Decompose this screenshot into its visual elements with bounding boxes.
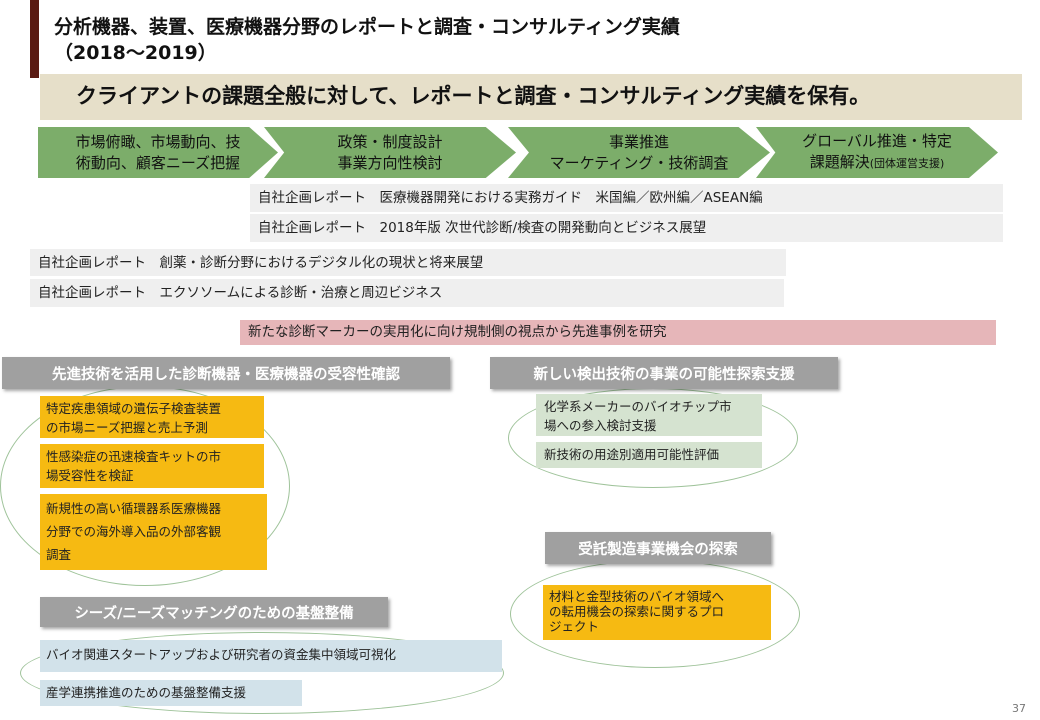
arrow-line: マーケティング・技術調査 — [549, 153, 729, 172]
case-box: 化学系メーカーのバイオチップ市 場への参入検討支援 — [536, 394, 762, 436]
page-title-line2: （2018～2019） — [54, 42, 217, 64]
arrow-line: 術動向、顧客ニーズ把握 — [75, 153, 241, 172]
process-arrow-policy: 政策・制度設計 事業方向性検討 — [264, 127, 516, 178]
case-line: 産学連携推進のための基盤整備支援 — [46, 685, 247, 700]
case-box: 新規性の高い循環器系医療機器 分野での海外導入品の外部客観 調査 — [40, 494, 267, 570]
section-header-seeds-needs: シーズ/ニーズマッチングのための基盤整備 — [40, 597, 388, 627]
case-box: 性感染症の迅速検査キットの市 場受容性を検証 — [40, 444, 264, 488]
arrow-line: 市場俯瞰、市場動向、技 — [75, 132, 241, 151]
arrow-line: 事業方向性検討 — [337, 153, 443, 172]
case-line: 分野での海外導入品の外部客観 — [46, 524, 222, 539]
case-line: 性感染症の迅速検査キットの市 — [46, 449, 222, 464]
case-box: 新技術の用途別適用可能性評価 — [536, 442, 762, 468]
group-ellipse — [20, 632, 504, 714]
subtitle-banner: クライアントの課題全般に対して、レポートと調査・コンサルティング実績を保有。 — [40, 74, 1022, 120]
case-line: ジェクト — [549, 619, 600, 634]
arrow-line: 事業推進 — [608, 132, 669, 151]
arrow-line-note: (団体運営支援) — [869, 157, 945, 170]
case-line: 場受容性を検証 — [46, 468, 134, 483]
arrow-line: 政策・制度設計 — [337, 132, 443, 151]
report-bar: 自社企画レポート 医療機器開発における実務ガイド 米国編／欧州編／ASEAN編 — [250, 184, 1003, 212]
report-bar: 自社企画レポート 2018年版 次世代診断/検査の開発動向とビジネス展望 — [250, 214, 1003, 242]
page-number: 37 — [1012, 702, 1026, 715]
case-line: 材料と金型技術のバイオ領域へ — [549, 589, 725, 604]
report-bar: 自社企画レポート エクソソームによる診断・治療と周辺ビジネス — [30, 279, 784, 307]
case-box: 材料と金型技術のバイオ領域へ の転用機会の探索に関するプロ ジェクト — [543, 585, 771, 640]
case-line: 新技術の用途別適用可能性評価 — [544, 447, 720, 462]
case-line: の市場ニーズ把握と売上予測 — [46, 420, 208, 435]
case-line: バイオ関連スタートアップおよび研究者の資金集中領域可視化 — [46, 647, 397, 662]
case-box: 特定疾患領域の遺伝子検査装置 の市場ニーズ把握と売上予測 — [40, 396, 264, 438]
process-arrow-market: 市場俯瞰、市場動向、技 術動向、顧客ニーズ把握 — [38, 127, 278, 178]
research-bar: 新たな診断マーカーの実用化に向け規制側の視点から先進事例を研究 — [240, 320, 996, 345]
case-line: 調査 — [46, 547, 72, 562]
process-arrow-business: 事業推進 マーケティング・技術調査 — [508, 127, 770, 178]
report-bar: 自社企画レポート 創薬・診断分野におけるデジタル化の現状と将来展望 — [30, 249, 786, 276]
case-line: 場への参入検討支援 — [544, 418, 657, 433]
page-title: 分析機器、装置、医療機器分野のレポートと調査・コンサルティング実績 （2018～… — [54, 14, 680, 66]
arrow-line-main: 課題解決 — [809, 153, 870, 171]
section-header-detection: 新しい検出技術の事業の可能性探索支援 — [490, 357, 838, 389]
arrow-line: 課題解決(団体運営支援) — [802, 152, 952, 174]
case-line: の転用機会の探索に関するプロ — [549, 604, 725, 619]
case-line: 特定疾患領域の遺伝子検査装置 — [46, 401, 222, 416]
title-accent-bar — [30, 0, 39, 78]
case-line: 新規性の高い循環器系医療機器 — [46, 501, 222, 516]
case-box: 産学連携推進のための基盤整備支援 — [40, 680, 302, 706]
section-header-acceptance: 先進技術を活用した診断機器・医療機器の受容性確認 — [2, 357, 450, 389]
case-box: バイオ関連スタートアップおよび研究者の資金集中領域可視化 — [40, 640, 502, 672]
process-arrow-global: グローバル推進・特定 課題解決(団体運営支援) — [756, 127, 998, 178]
page-title-line1: 分析機器、装置、医療機器分野のレポートと調査・コンサルティング実績 — [54, 16, 680, 38]
section-header-contract-manufacturing: 受託製造事業機会の探索 — [545, 532, 771, 564]
arrow-line: グローバル推進・特定 — [802, 132, 952, 150]
case-line: 化学系メーカーのバイオチップ市 — [544, 399, 732, 414]
